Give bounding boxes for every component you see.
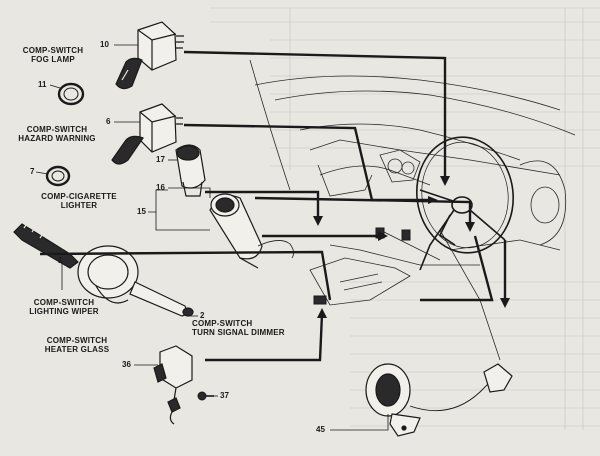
hazard-label-line2: HAZARD WARNING [18,134,96,143]
callout-16: 16 [156,183,165,192]
callout-2: 2 [200,311,205,320]
heater-glass-switch [153,345,193,425]
background-parts-table [210,7,600,430]
turn-signal-label-line1: COMP-SWITCH [192,319,253,328]
screw-37 [197,391,214,401]
callout-37: 37 [220,391,229,400]
fog-lamp-switch-drawing [115,21,184,90]
cigarette-label-line1: COMP-CIGARETTE [41,192,117,201]
dashboard-outline [249,59,576,361]
fog-lamp-label-line1: COMP-SWITCH [22,46,84,55]
callout-36: 36 [122,360,131,369]
callout-45: 45 [316,425,325,434]
lighting-wiper-label: COMP-SWITCH LIGHTING WIPER [14,298,114,316]
heater-glass-label-line2: HEATER GLASS [44,345,110,354]
cigarette-lighter-label: COMP-CIGARETTE LIGHTER [24,192,134,210]
cigarette-label-line2: LIGHTER [60,201,98,210]
callout-6: 6 [106,117,111,126]
lighting-wiper-label-line2: LIGHTING WIPER [29,307,99,316]
callout-1: 1 [58,256,63,265]
callout-leaders [35,44,389,431]
hazard-switch-drawing [111,103,183,165]
lighting-wiper-switch [13,221,194,317]
fog-lamp-label-line2: FOG LAMP [31,55,75,64]
arrow-heads [313,176,510,318]
heater-glass-label: COMP-SWITCH HEATER GLASS [32,336,122,354]
bezel-ring-7 [45,165,71,187]
cigarette-lighter-socket [209,193,294,269]
callout-7: 7 [30,167,35,176]
hazard-warning-label: COMP-SWITCH HAZARD WARNING [2,125,112,143]
turn-signal-label-line2: TURN SIGNAL DIMMER [192,328,285,337]
heater-glass-label-line1: COMP-SWITCH [46,336,108,345]
hazard-label-line1: COMP-SWITCH [26,125,88,134]
turn-signal-dimmer-label: COMP-SWITCH TURN SIGNAL DIMMER [192,319,322,337]
connection-arrows [39,50,507,362]
callout-15: 15 [137,207,146,216]
fog-lamp-label: COMP-SWITCH FOG LAMP [8,46,98,64]
cigarette-lighter-knob [175,144,206,197]
callout-11: 11 [38,80,47,89]
lighting-wiper-label-line1: COMP-SWITCH [33,298,95,307]
callout-17: 17 [156,155,165,164]
horn-motor-45 [365,363,513,437]
bezel-ring-11 [57,82,85,106]
callout-10: 10 [100,40,109,49]
